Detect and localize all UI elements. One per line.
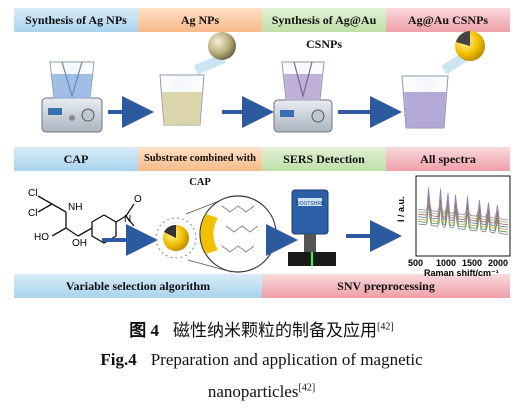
bar-synthesis-ag-nps: Synthesis of Ag NPs — [14, 8, 138, 32]
bar-snv-preprocessing: SNV preprocessing — [262, 274, 510, 298]
cl-atom-label: Cl — [28, 188, 37, 199]
caption-text: 磁性纳米颗粒的制备及应用 — [173, 321, 378, 340]
x-tick-label: 1000 — [436, 258, 456, 268]
bar-label: CAP — [63, 152, 89, 166]
nitro-n-label: N — [124, 214, 131, 225]
nh-label: NH — [68, 202, 82, 213]
caption-chinese: 图 4 磁性纳米颗粒的制备及应用[42] — [0, 316, 523, 341]
figure-number: 图 4 — [129, 321, 160, 340]
caption-english-line1: Fig.4 Preparation and application of magn… — [0, 350, 523, 370]
bar-label: Variable selection algorithm — [65, 279, 211, 293]
bar-ag-au-csnps: Ag@Au CSNPs — [386, 8, 510, 32]
x-tick-label: 1500 — [462, 258, 482, 268]
bar-label: SERS Detection — [283, 152, 365, 166]
raman-device: OOOTSHRB — [288, 189, 336, 266]
caption-text: nanoparticles — [207, 382, 299, 401]
bar-sers-detection: SERS Detection — [262, 147, 386, 171]
spectrum-line — [417, 190, 509, 223]
bar-label: Synthesis of Ag NPs — [25, 13, 127, 27]
cap-molecule: Cl Cl NH HO OH N O — [28, 188, 142, 249]
x-tick-label: 500 — [408, 258, 423, 268]
stirrer-2 — [273, 61, 333, 133]
beaker-ag-nps — [159, 32, 236, 126]
stirrer-1 — [41, 61, 103, 133]
nanoparticle-with-cap — [155, 195, 277, 273]
spectrum-line — [417, 200, 509, 233]
spectrum-line — [417, 187, 509, 221]
beaker-ag-au — [401, 31, 485, 129]
bar-label: All spectra — [420, 152, 476, 166]
bar-label: Ag NPs — [180, 13, 220, 27]
bar-label: SNV preprocessing — [337, 279, 435, 293]
reference-mark: [42] — [377, 321, 394, 333]
spectrum-line — [417, 197, 509, 230]
bar-label: Substrate combined with CAP — [143, 153, 256, 188]
spectra-chart: I / a.u. 500 1000 1500 2000 Raman shift/… — [396, 175, 511, 278]
oh-label: OH — [72, 238, 87, 249]
bar-label: Synthesis of Ag@Au CSNPs — [271, 13, 377, 51]
bar-substrate: Substrate combined with CAP — [138, 147, 262, 188]
bar-variable-selection: Variable selection algorithm — [14, 274, 262, 298]
x-tick-label: 2000 — [488, 258, 508, 268]
bar-all-spectra: All spectra — [386, 147, 510, 171]
cl-atom-label: Cl — [28, 208, 37, 219]
spectrum-line — [417, 202, 509, 235]
x-axis-label: Raman shift/cm⁻¹ — [424, 268, 499, 278]
device-label: OOOTSHRB — [296, 201, 325, 207]
bar-synthesis-ag-au: Synthesis of Ag@Au CSNPs — [262, 8, 386, 51]
ag-nanoparticle-icon — [208, 32, 236, 60]
reference-mark: [42] — [298, 382, 316, 394]
bar-label: Ag@Au CSNPs — [407, 13, 489, 27]
spectrum-line — [417, 195, 509, 228]
caption-text: Preparation and application of magnetic — [150, 350, 423, 369]
figure-number: Fig.4 — [100, 350, 137, 369]
caption-english-line2: nanoparticles[42] — [0, 382, 523, 402]
bar-ag-nps: Ag NPs — [138, 8, 262, 32]
spectrum-line — [417, 192, 509, 226]
spectra-lines — [417, 187, 509, 235]
process-diagram: Cl Cl NH HO OH N O OOOTSHRB — [28, 31, 511, 278]
y-axis-label: I / a.u. — [396, 196, 406, 222]
bar-cap: CAP — [14, 147, 138, 171]
nitro-o-label: O — [134, 194, 142, 205]
ho-label: HO — [34, 232, 49, 243]
